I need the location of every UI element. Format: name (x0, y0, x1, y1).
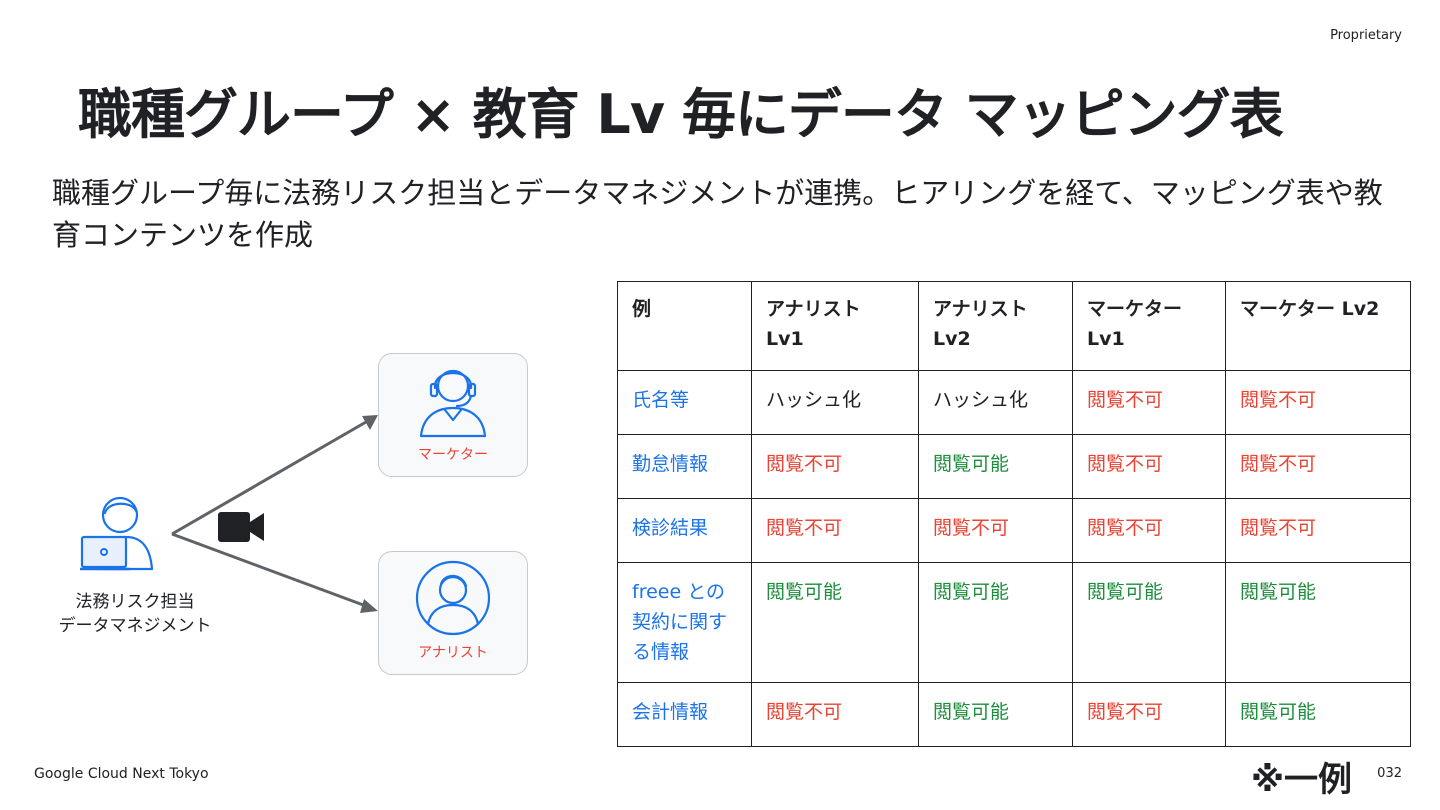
headset-person-icon (419, 369, 487, 438)
marketer-label: マーケター (418, 447, 488, 463)
connection-arrows (171, 415, 378, 613)
table-cell: 閲覧不可 (1072, 434, 1226, 499)
row-label: 会計情報 (617, 682, 752, 747)
table-cell: 閲覧不可 (751, 434, 919, 499)
column-header: マーケター Lv1 (1072, 281, 1226, 371)
person-circle-icon (415, 560, 491, 636)
table-header-row: 例 アナリスト Lv1 アナリスト Lv2 マーケター Lv1 マーケター Lv… (617, 281, 1411, 371)
table-cell: 閲覧不可 (918, 498, 1073, 563)
table-cell: 閲覧可能 (1072, 562, 1226, 683)
table-row: 氏名等 ハッシュ化 ハッシュ化 閲覧不可 閲覧不可 (617, 370, 1411, 435)
row-label: 氏名等 (617, 370, 752, 435)
column-header: 例 (617, 281, 752, 371)
table-cell: 閲覧不可 (1225, 434, 1411, 499)
table-cell: ハッシュ化 (918, 370, 1073, 435)
example-note: ※一例 (1250, 760, 1352, 800)
table-row: freee との契約に関する情報 閲覧可能 閲覧可能 閲覧可能 閲覧可能 (617, 562, 1411, 683)
page-subtitle: 職種グループ毎に法務リスク担当とデータマネジメントが連携。ヒアリングを経て、マッ… (52, 176, 1383, 252)
table-cell: 閲覧可能 (1225, 562, 1411, 683)
table-cell: 閲覧不可 (751, 682, 919, 747)
table-cell: 閲覧可能 (918, 682, 1073, 747)
source-label-line1: 法務リスク担当 (75, 592, 195, 612)
analyst-card: アナリスト (378, 551, 528, 675)
table-row: 検診結果 閲覧不可 閲覧不可 閲覧不可 閲覧不可 (617, 498, 1411, 563)
table-cell: 閲覧可能 (918, 434, 1073, 499)
row-label: freee との契約に関する情報 (617, 562, 752, 683)
column-header: アナリスト Lv2 (918, 281, 1073, 371)
analyst-label: アナリスト (418, 645, 488, 661)
table-cell: ハッシュ化 (751, 370, 919, 435)
table-cell: 閲覧不可 (1072, 682, 1226, 747)
table-cell: 閲覧不可 (1225, 498, 1411, 563)
page-title: 職種グループ × 教育 Lv 毎にデータ マッピング表 (78, 83, 1284, 146)
table-cell: 閲覧不可 (1072, 370, 1226, 435)
table-row: 勤怠情報 閲覧不可 閲覧可能 閲覧不可 閲覧不可 (617, 434, 1411, 499)
data-mapping-table: 例 アナリスト Lv1 アナリスト Lv2 マーケター Lv1 マーケター Lv… (617, 281, 1411, 747)
marketer-card: マーケター (378, 353, 528, 477)
source-label: 法務リスク担当 データマネジメント (40, 590, 230, 638)
table-cell: 閲覧不可 (751, 498, 919, 563)
table-row: 会計情報 閲覧不可 閲覧可能 閲覧不可 閲覧可能 (617, 682, 1411, 747)
table-cell: 閲覧可能 (751, 562, 919, 683)
proprietary-label: Proprietary (1330, 28, 1402, 43)
row-label: 検診結果 (617, 498, 752, 563)
video-camera-icon (218, 512, 264, 542)
column-header: マーケター Lv2 (1225, 281, 1411, 371)
column-header: アナリスト Lv1 (751, 281, 919, 371)
row-label: 勤怠情報 (617, 434, 752, 499)
person-laptop-icon (80, 496, 154, 571)
footer-event-name: Google Cloud Next Tokyo (34, 766, 209, 782)
page-number: 032 (1377, 766, 1402, 781)
table-cell: 閲覧可能 (918, 562, 1073, 683)
source-label-line2: データマネジメント (58, 616, 212, 636)
table-cell: 閲覧可能 (1225, 682, 1411, 747)
table-cell: 閲覧不可 (1225, 370, 1411, 435)
table-cell: 閲覧不可 (1072, 498, 1226, 563)
